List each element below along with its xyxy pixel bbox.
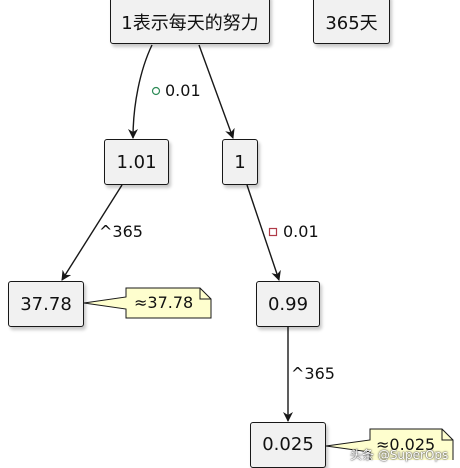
node-1.01-label: 1.01 [116,151,157,173]
edge-label-pow-left: ^365 [99,222,143,241]
node-0.99-label: 0.99 [267,293,309,315]
note-box-37.78 [83,287,212,319]
edge-label-minus: 0.01 [283,222,319,241]
note-box-0.025 [325,428,454,460]
node-1-label: 1 [234,151,246,173]
node-37.78-label: 37.78 [20,293,72,315]
node-root: 1表示每天的努力 [110,0,270,44]
node-0.025-label: 0.025 [262,433,314,455]
edge-label-pow-right: ^365 [291,364,335,383]
node-0.99: 0.99 [256,281,320,327]
note-fold-0.025 [441,429,453,441]
node-root-label: 1表示每天的努力 [121,13,259,34]
square-minus-icon [268,227,278,237]
watermark: 头条 @SuperOps [350,448,449,462]
note-text-37.78: ≈37.78 [134,293,194,312]
edge-root-to-1.01 [128,44,153,139]
node-365-days-label: 365天 [325,13,378,34]
note-text-0.025: ≈0.025 [376,435,436,454]
circle-plus-icon [151,86,161,96]
edge-1.01-to-37.78 [61,184,123,281]
node-1.01: 1.01 [104,139,169,185]
edge-1-to-0.99 [246,184,281,281]
edge-label-plus: 0.01 [165,81,201,100]
node-1: 1 [222,139,258,185]
node-37.78: 37.78 [8,281,84,327]
edge-root-to-1 [198,44,235,139]
node-0.025: 0.025 [250,422,326,468]
note-fold-37.78 [199,288,211,300]
node-365-days: 365天 [313,0,390,44]
